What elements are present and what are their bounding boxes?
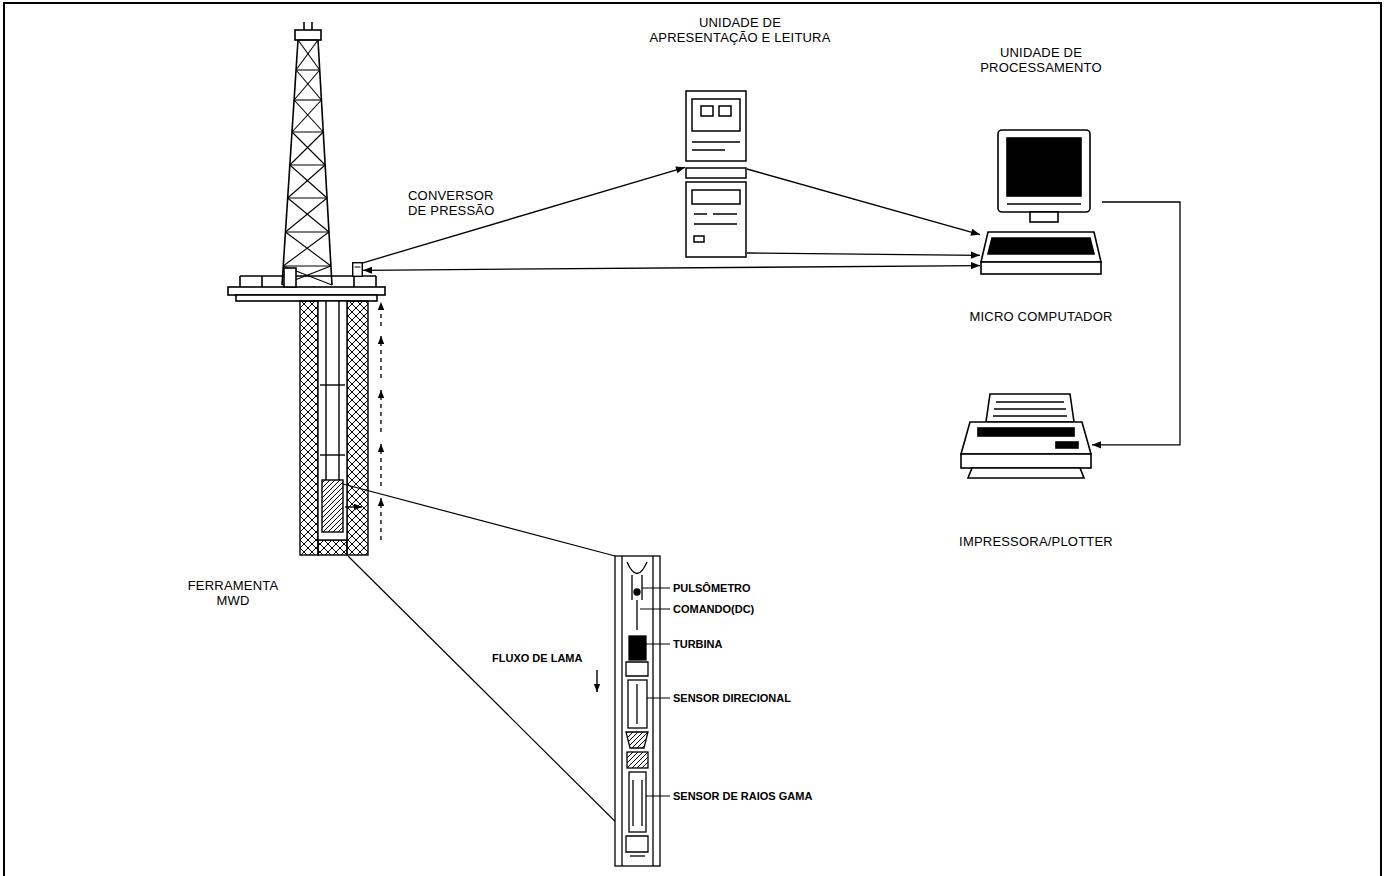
- node-label: MICRO COMPUTADOR: [969, 309, 1112, 324]
- data-flow-arrow: [363, 167, 685, 262]
- processing-unit: UNIDADE DE PROCESSAMENTOMICRO COMPUTADOR: [980, 128, 1102, 276]
- display-unit: UNIDADE DE APRESENTAÇÃO E LEITURA: [685, 90, 747, 258]
- pressure-converter: CONVERSOR DE PRESSÃO: [352, 262, 363, 277]
- data-flow-arrow: [747, 253, 980, 255]
- tool-caption: FERRAMENTA MWD: [184, 578, 282, 608]
- derrick-brace: [292, 132, 325, 165]
- derrick-brace: [290, 165, 327, 198]
- node-outline: [980, 128, 1102, 276]
- label-leaders: [640, 588, 670, 796]
- derrick-brace: [290, 132, 323, 165]
- derrick-brace: [296, 69, 320, 70]
- data-flow-arrow: [363, 266, 980, 271]
- derrick-brace: [283, 265, 331, 266]
- printer-plotter: IMPRESSORA/PLOTTER: [960, 392, 1092, 480]
- detail-leader: [348, 556, 660, 866]
- detail-leader: [343, 484, 615, 556]
- part-label: SENSOR DE RAIOS GAMA: [673, 790, 812, 803]
- node-label: IMPRESSORA/PLOTTER: [959, 534, 1113, 549]
- derrick-brace: [294, 99, 321, 100]
- mud-pulse-arrows: [380, 302, 381, 540]
- flow-label: FLUXO DE LAMA: [492, 652, 582, 665]
- derrick-brace: [288, 198, 329, 232]
- derrick-brace: [283, 232, 329, 266]
- part-label: SENSOR DIRECIONAL: [673, 692, 791, 705]
- derrick-brace: [292, 100, 321, 132]
- derrick-brace: [288, 165, 325, 198]
- derrick-brace: [294, 70, 320, 100]
- derrick-brace: [285, 231, 329, 232]
- derrick-brace: [298, 40, 320, 70]
- part-label: PULSÔMETRO: [673, 582, 751, 595]
- derrick-brace: [294, 100, 323, 132]
- part-label: COMANDO(DC): [673, 603, 754, 616]
- page-frame: [4, 3, 1381, 876]
- node-outline: [685, 90, 747, 258]
- well: [300, 301, 368, 555]
- derrick-brace: [292, 131, 323, 132]
- derrick-brace: [296, 40, 318, 70]
- derrick-brace: [288, 197, 327, 198]
- derrick-brace: [290, 164, 325, 165]
- data-flow-arrow: [747, 169, 980, 235]
- part-label: TURBINA: [673, 638, 723, 651]
- derrick: [282, 22, 332, 285]
- node-label: CONVERSOR DE PRESSÃO: [408, 188, 507, 218]
- mwd-tool-detail: [615, 556, 660, 866]
- node-outline: [960, 392, 1092, 480]
- node-label: UNIDADE DE PROCESSAMENTO: [978, 45, 1105, 75]
- derrick-brace: [296, 70, 321, 100]
- derrick-brace: [298, 39, 318, 40]
- node-outline: [352, 262, 363, 277]
- node-label: UNIDADE DE APRESENTAÇÃO E LEITURA: [648, 15, 832, 45]
- flow-arrow: [596, 670, 597, 692]
- derrick-brace: [285, 198, 327, 232]
- derrick-brace: [285, 232, 330, 266]
